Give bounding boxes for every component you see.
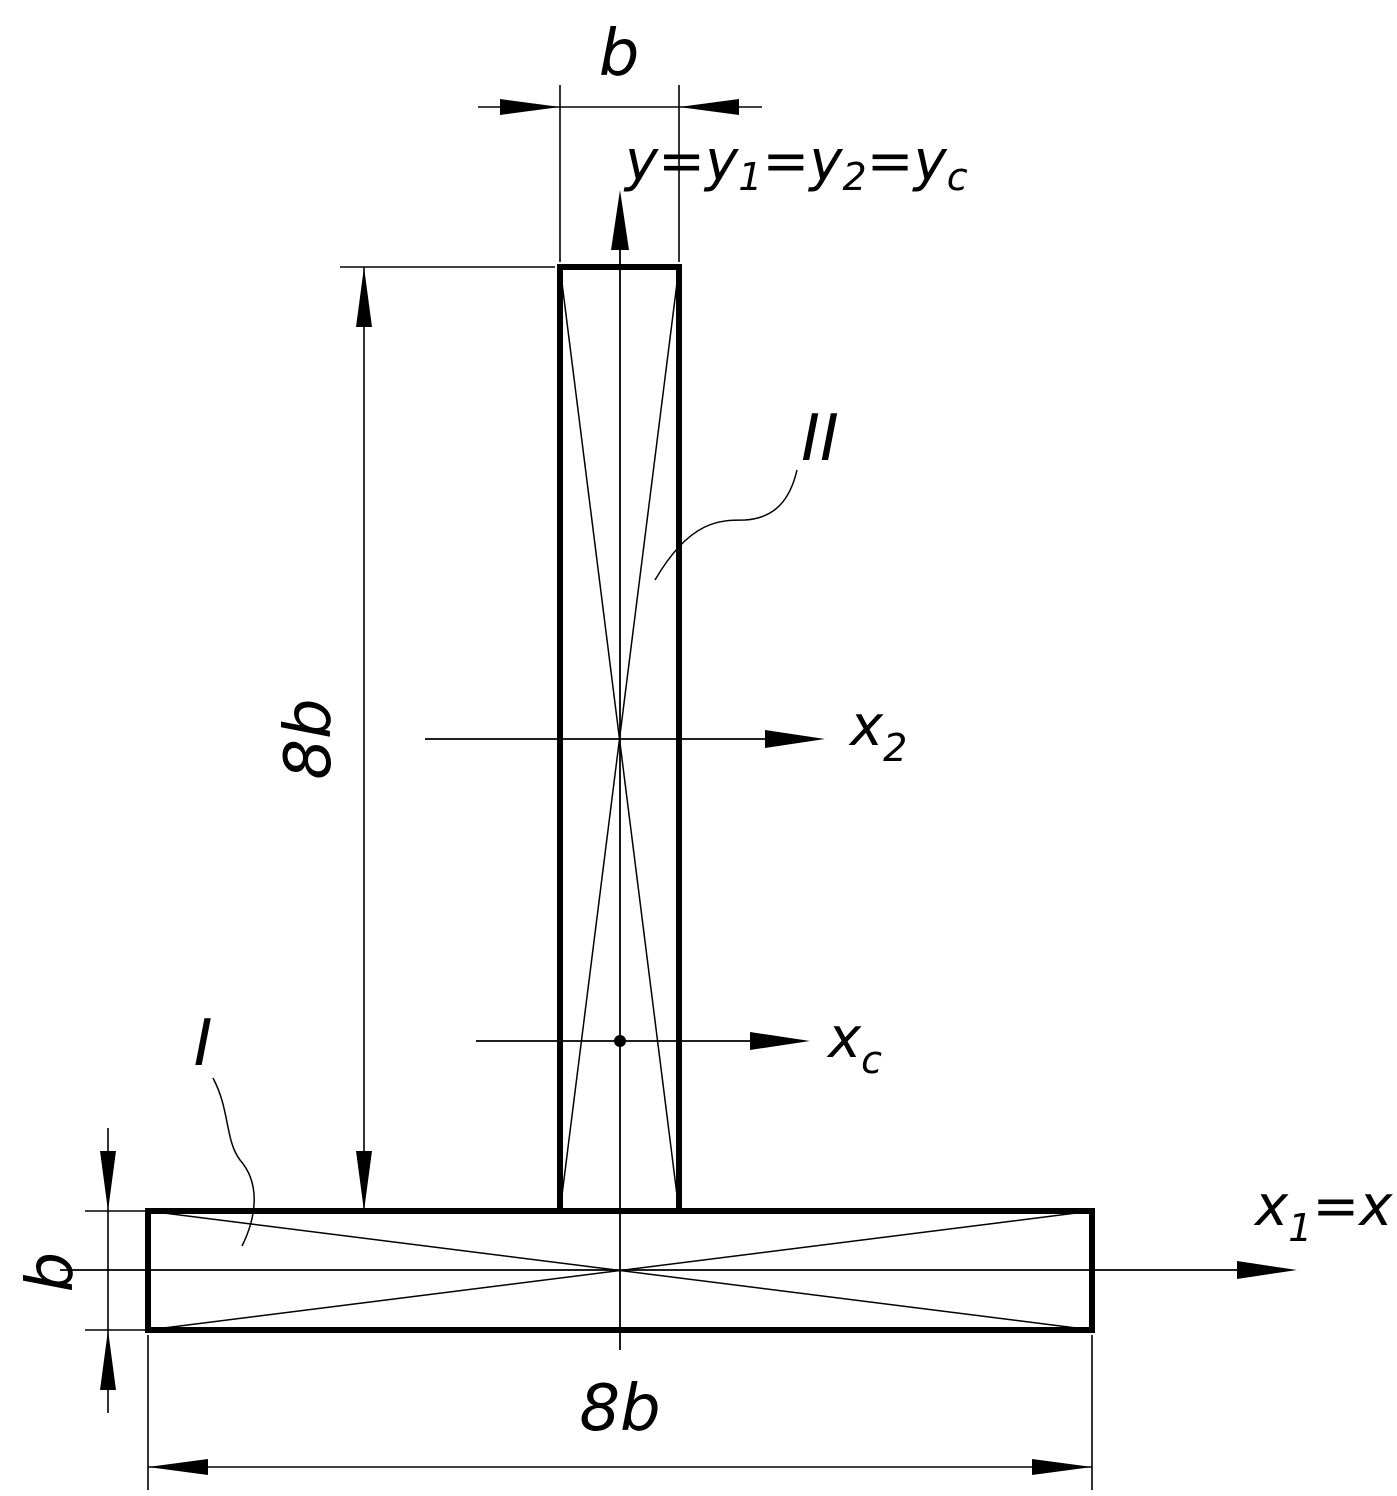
y-axis-sub1: 1 xyxy=(738,155,762,199)
bottom-dim-arrow-right xyxy=(1032,1459,1092,1475)
y-axis-eq2: =y xyxy=(762,129,843,194)
top-dim-arrow-left xyxy=(500,99,560,115)
y-axis-sub2: 2 xyxy=(842,155,866,199)
thick-dim-arrow-top xyxy=(100,1151,116,1211)
x1-axis-rest: =x xyxy=(1312,1174,1393,1239)
flange-thickness-label: b xyxy=(14,1252,88,1293)
xc-axis-main: x xyxy=(826,1006,862,1071)
flange-leader xyxy=(212,1077,255,1247)
x1-axis-sub: 1 xyxy=(1288,1206,1312,1250)
y-axis-arrow xyxy=(611,190,629,250)
centroid-point xyxy=(614,1035,626,1047)
x2-axis-label: x2 xyxy=(848,694,907,770)
x1-axis-main: x xyxy=(1253,1174,1289,1239)
bottom-width-label: 8b xyxy=(579,1372,660,1446)
web-leader xyxy=(654,469,798,581)
xc-axis-sub: c xyxy=(861,1038,882,1082)
x1-axis-label: x1=x xyxy=(1253,1174,1393,1250)
y-axis-label: y=y1=y2=yc xyxy=(623,129,968,199)
y-axis-eq3: =y xyxy=(867,129,948,194)
x2-axis-main: x xyxy=(848,694,884,759)
top-width-label: b xyxy=(599,17,640,91)
height-dim-arrow-bottom xyxy=(356,1151,372,1211)
xc-axis-label: xc xyxy=(826,1006,882,1082)
bottom-dim-arrow-left xyxy=(148,1459,208,1475)
top-dim-arrow-right xyxy=(679,99,739,115)
y-axis-main: y xyxy=(623,129,659,194)
x2-axis-sub: 2 xyxy=(883,726,907,770)
xc-axis-arrow xyxy=(750,1032,810,1050)
x1-axis-arrow xyxy=(1237,1261,1297,1279)
web-part-label: II xyxy=(801,402,839,476)
y-axis-eq1: =y xyxy=(658,129,739,194)
y-axis-subc: c xyxy=(947,155,968,199)
flange-part-label: I xyxy=(194,1007,213,1081)
x2-axis-arrow xyxy=(765,730,825,748)
height-label: 8b xyxy=(272,698,346,779)
height-dim-arrow-top xyxy=(356,267,372,327)
thick-dim-arrow-bottom xyxy=(100,1330,116,1390)
